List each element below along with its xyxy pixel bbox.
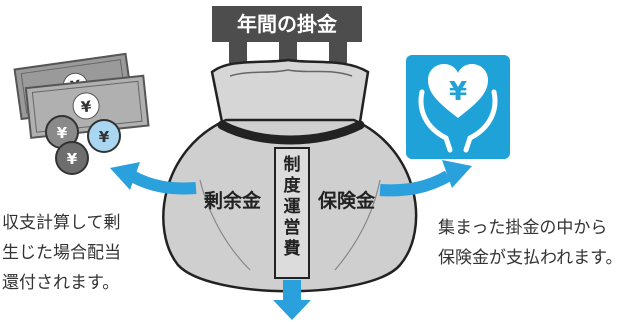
right-caption-line-2: 保険金が支払われます。 <box>438 248 623 268</box>
svg-text:¥: ¥ <box>99 128 110 146</box>
operating-cost-char-2: 度 <box>283 176 301 196</box>
outflow-arrow-down <box>273 280 311 320</box>
surplus-label: 剰余金 <box>204 190 262 212</box>
arrow-to-surplus <box>110 162 197 195</box>
annual-premium-label: 年間の掛金 <box>212 6 362 42</box>
left-caption-line-1: 収支計算して剰 <box>2 213 121 233</box>
operating-cost-char-1: 制 <box>283 155 301 175</box>
money-bills-coins-icon: ¥ ¥ ¥ ¥ ¥ <box>13 52 150 175</box>
insurance-money-label: 保険金 <box>318 190 376 212</box>
svg-text:¥: ¥ <box>80 97 93 116</box>
svg-text:¥: ¥ <box>67 150 78 168</box>
arrow-to-insurance <box>379 160 472 197</box>
operating-cost-label: 制 度 運 営 費 <box>275 155 309 260</box>
yen-heart-hands-icon: ¥ <box>406 55 510 159</box>
right-caption-line-1: 集まった掛金の中から <box>438 218 608 238</box>
left-caption-line-2: 生じた場合配当 <box>2 243 121 263</box>
operating-cost-char-3: 運 <box>283 197 301 217</box>
operating-cost-char-5: 費 <box>283 239 301 259</box>
svg-text:¥: ¥ <box>57 124 68 142</box>
svg-text:¥: ¥ <box>449 77 467 107</box>
right-caption: 集まった掛金の中から 保険金が支払われます。 <box>438 213 622 273</box>
money-bag-icon <box>162 58 418 293</box>
operating-cost-char-4: 営 <box>283 218 301 238</box>
left-caption: 収支計算して剰 生じた場合配当 還付されます。 <box>2 208 121 298</box>
left-caption-line-3: 還付されます。 <box>2 273 120 293</box>
